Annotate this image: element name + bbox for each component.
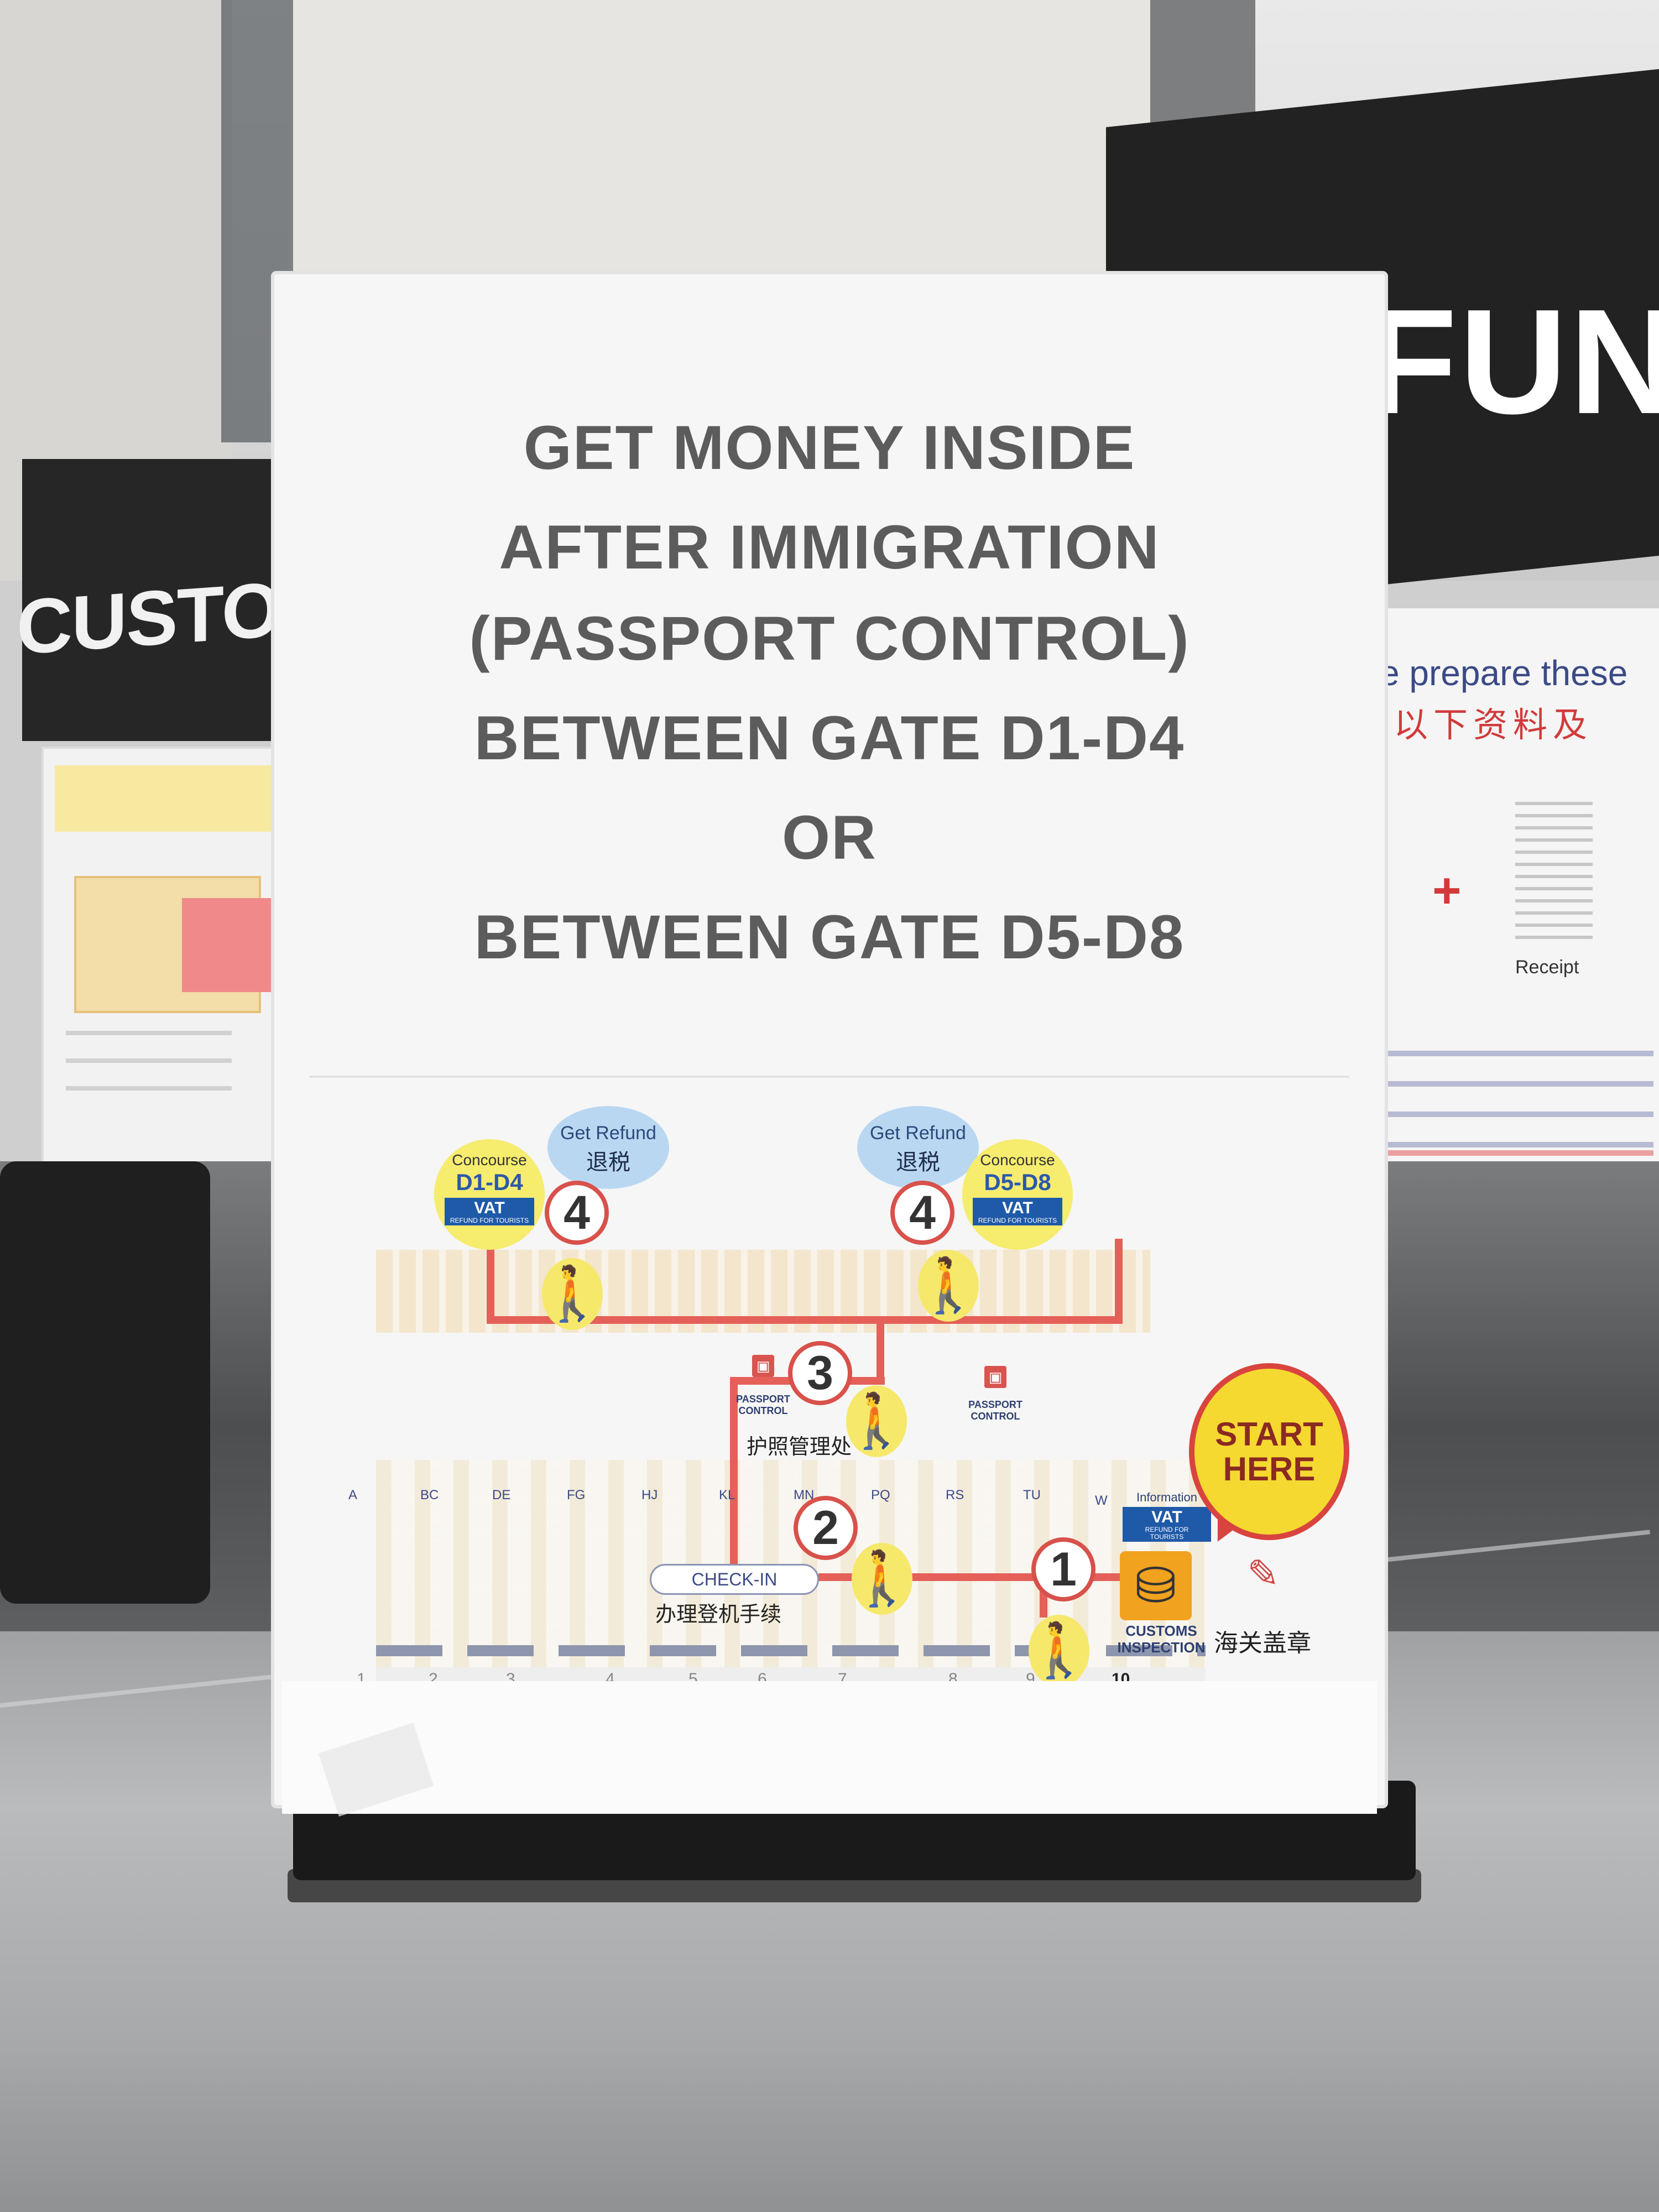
headline-line-3: (PASSPORT CONTROL) xyxy=(469,604,1190,673)
stamp-document-icon: ✎ xyxy=(1247,1552,1280,1595)
customs-officer-icon: ⛁ xyxy=(1120,1551,1192,1620)
concourse-label: Concourse xyxy=(980,1151,1055,1168)
passport-control-icon: ▣ xyxy=(752,1355,774,1377)
plus-icon: + xyxy=(1432,863,1462,919)
gate-letter: KL xyxy=(719,1488,735,1503)
gate-letter: TU xyxy=(1023,1488,1041,1503)
passport-control-label: PASSPORT CONTROL xyxy=(968,1399,1022,1422)
route-line xyxy=(730,1377,738,1565)
route-line xyxy=(487,1239,494,1324)
get-refund-label-cn: 退税 xyxy=(586,1150,630,1175)
gate-letter: HJ xyxy=(641,1488,658,1503)
route-line xyxy=(1115,1239,1123,1324)
poster-right-line: e prepare these xyxy=(1380,653,1628,693)
route-line xyxy=(487,1316,1123,1324)
step-2: 2 xyxy=(794,1496,858,1560)
vat-sub-label: REFUND FOR TOURISTS xyxy=(1145,1526,1189,1541)
receipt-label: Receipt xyxy=(1515,957,1579,978)
sign-bottom-margin xyxy=(282,1681,1377,1814)
poster-right-line-cn: 以下资料及 xyxy=(1394,706,1593,744)
background-chair xyxy=(0,1161,210,1604)
passport-control-icon: ▣ xyxy=(984,1366,1006,1388)
passport-control-label-cn: 护照管理处 xyxy=(747,1436,852,1459)
poster-text-lines xyxy=(66,1031,232,1103)
get-refund-label: Get Refund xyxy=(560,1123,656,1144)
customs-banner xyxy=(22,459,299,741)
concourse-gates: D1-D4 xyxy=(456,1169,523,1195)
get-refund-bubble-right: Get Refund 退税 xyxy=(857,1106,979,1189)
concourse-gates: D5-D8 xyxy=(984,1169,1051,1195)
walking-person-icon: 🚶 xyxy=(915,1250,982,1322)
gate-letter: FG xyxy=(567,1488,586,1503)
gate-letter: A xyxy=(348,1488,358,1503)
poster-right-text-lines xyxy=(1377,1051,1653,1150)
vat-label: VAT xyxy=(474,1199,505,1217)
route-line xyxy=(877,1316,884,1383)
gate-letter: BC xyxy=(420,1488,439,1503)
information-label: Information xyxy=(1136,1490,1198,1504)
passport-control-label: PASSPORT CONTROL xyxy=(736,1394,790,1416)
walking-person-icon: 🚶 xyxy=(843,1385,910,1457)
get-refund-bubble-left: Get Refund 退税 xyxy=(547,1106,669,1189)
headline-line-2: AFTER IMMIGRATION xyxy=(499,513,1160,582)
get-refund-label: Get Refund xyxy=(870,1123,966,1144)
headline-line-4: BETWEEN GATE D1-D4 xyxy=(474,703,1185,773)
step-3: 3 xyxy=(788,1341,852,1405)
vat-sub-label: REFUND FOR TOURISTS xyxy=(978,1217,1057,1224)
headline-line-1: GET MONEY INSIDE xyxy=(523,413,1136,482)
headline-line-6: BETWEEN GATE D5-D8 xyxy=(474,902,1185,972)
start-here-bubble: START HERE xyxy=(1189,1363,1349,1540)
gate-markers xyxy=(376,1645,1206,1656)
headline-line-5: OR xyxy=(782,803,877,872)
poster-image-red xyxy=(182,898,276,992)
step-4-right: 4 xyxy=(890,1181,954,1245)
gate-letter: PQ xyxy=(871,1488,890,1503)
receipt-icon xyxy=(1515,802,1593,940)
step-1: 1 xyxy=(1031,1537,1095,1601)
gate-letter: W xyxy=(1095,1493,1108,1508)
gate-letter: RS xyxy=(946,1488,964,1503)
vat-label: VAT xyxy=(1151,1508,1182,1526)
refund-banner-text: FUN xyxy=(1366,279,1659,445)
poster-header xyxy=(55,765,276,832)
gate-letter: DE xyxy=(492,1488,511,1503)
check-in-label: CHECK-IN xyxy=(650,1564,819,1595)
walking-person-icon: 🚶 xyxy=(539,1258,606,1330)
step-4-left: 4 xyxy=(545,1181,609,1245)
customs-stamp-label-cn: 海关盖章 xyxy=(1214,1630,1311,1657)
walking-person-icon: 🚶 xyxy=(1026,1615,1092,1687)
get-refund-label-cn: 退税 xyxy=(896,1150,940,1175)
sign-fold-line xyxy=(310,1076,1349,1078)
background-poster-left xyxy=(41,747,289,1166)
customs-inspection-label: CUSTOMS INSPECTION xyxy=(1117,1623,1206,1656)
vat-sub-label: REFUND FOR TOURISTS xyxy=(450,1217,529,1224)
vat-label: VAT xyxy=(1002,1199,1033,1217)
walking-person-icon: 🚶 xyxy=(849,1543,915,1615)
concourse-label: Concourse xyxy=(452,1151,527,1168)
check-in-label-cn: 办理登机手续 xyxy=(655,1603,782,1626)
